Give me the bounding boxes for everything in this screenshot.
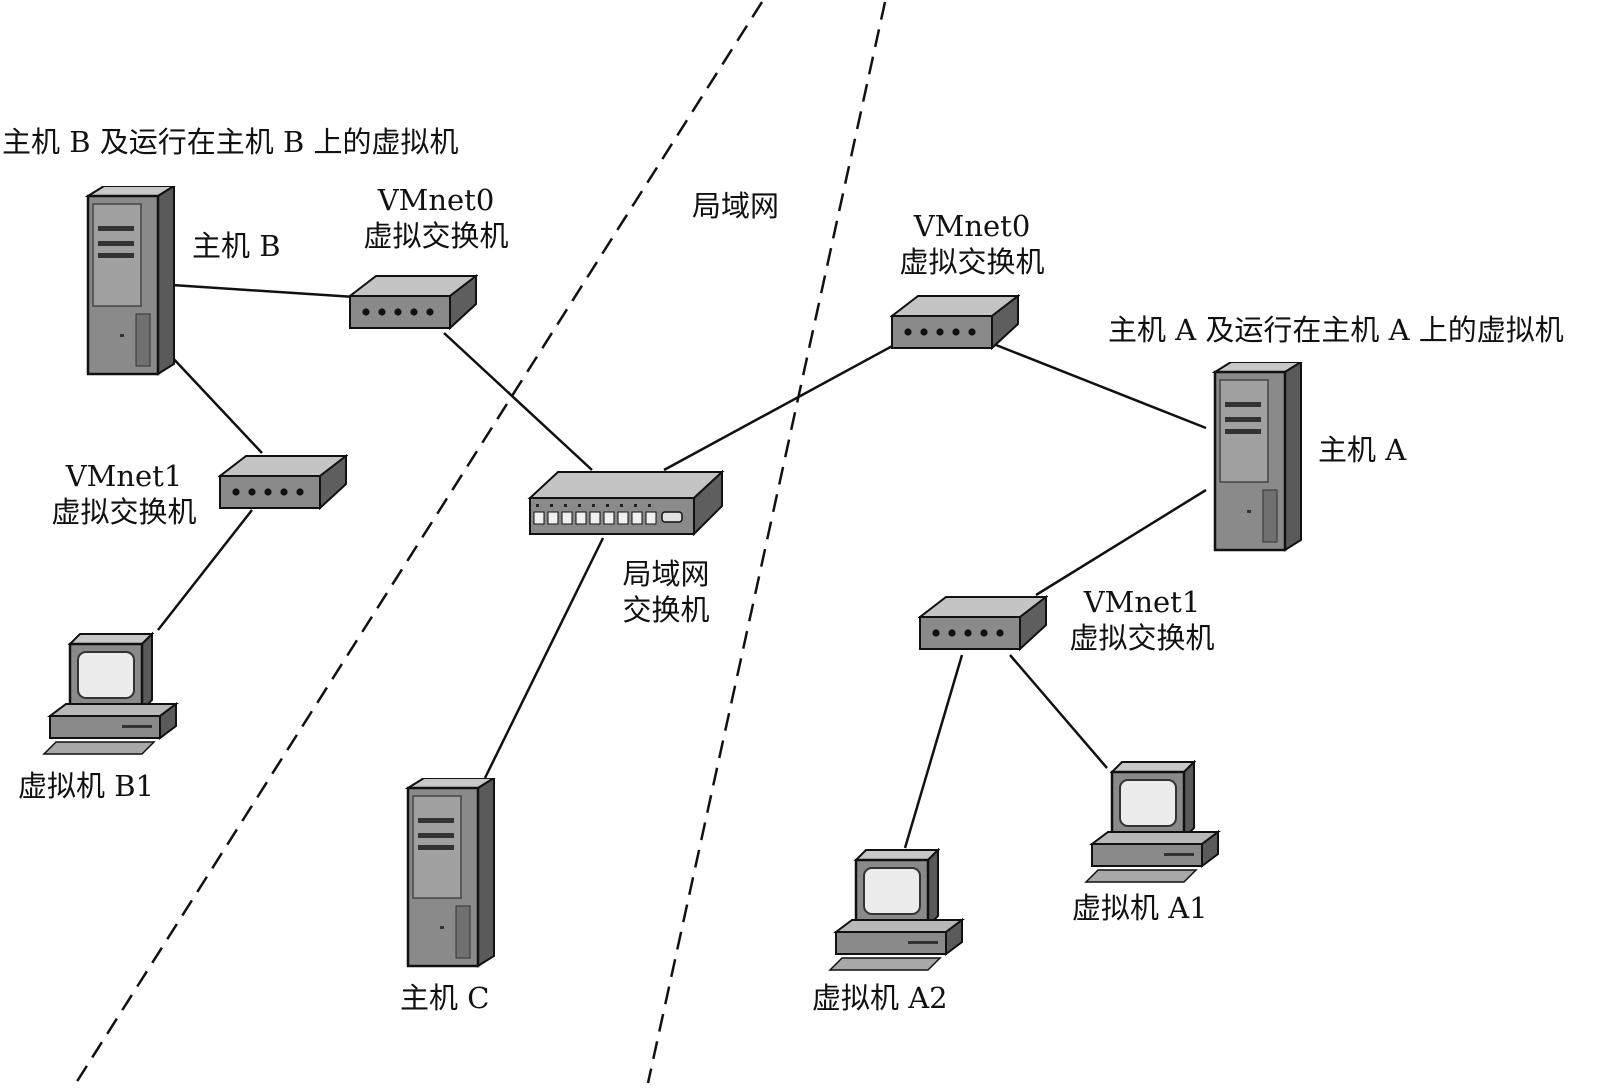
host-b-group-title: 主机 B 及运行在主机 B 上的虚拟机 (2, 125, 459, 159)
vm-a1-label: 虚拟机 A1 (1072, 891, 1208, 925)
host-a-label: 主机 A (1318, 433, 1407, 467)
vmnet0-b-label-line1: VMnet0 (377, 183, 495, 217)
host-c-server-icon[interactable] (406, 778, 496, 968)
vmnet0-b-label: VMnet0 虚拟交换机 (348, 182, 524, 254)
vmnet0-b-switch-icon[interactable] (349, 275, 477, 329)
vmnet0-a-label: VMnet0 虚拟交换机 (884, 208, 1060, 280)
vmnet0-b-label-line2: 虚拟交换机 (363, 219, 509, 253)
link-host-b-to-vmnet1-b (169, 354, 263, 454)
vmnet1-b-switch-icon[interactable] (219, 455, 347, 509)
host-a-server-icon[interactable] (1213, 362, 1303, 552)
vm-b1-computer-icon[interactable] (42, 632, 178, 756)
lan-switch-icon[interactable] (529, 471, 723, 535)
vmnet1-b-label-line2: 虚拟交换机 (51, 495, 197, 529)
lan-zone-right-boundary (646, 1, 887, 1084)
host-b-label: 主机 B (192, 229, 281, 263)
vm-a1-computer-icon[interactable] (1084, 760, 1220, 884)
vmnet1-b-label: VMnet1 虚拟交换机 (36, 458, 212, 530)
link-vmnet1-a-to-vm-a1 (1009, 654, 1108, 769)
host-c-label: 主机 C (400, 981, 490, 1015)
link-vmnet1-b-to-vm-b1 (157, 509, 253, 631)
vmnet1-b-label-line1: VMnet1 (65, 459, 183, 493)
vmnet1-a-label-line2: 虚拟交换机 (1069, 621, 1215, 655)
link-vmnet0-b-to-lan-switch (443, 332, 593, 471)
link-lan-switch-to-vmnet0-a (663, 342, 897, 472)
lan-zone-label: 局域网 (692, 189, 780, 223)
link-host-a-to-vmnet1-a (1035, 488, 1207, 597)
vm-b1-label: 虚拟机 B1 (18, 769, 154, 803)
vmnet0-a-switch-icon[interactable] (891, 295, 1019, 349)
lan-zone-left-boundary (74, 1, 764, 1084)
vmnet0-a-label-line1: VMnet0 (913, 209, 1031, 243)
link-host-b-to-vmnet0-b (171, 283, 356, 299)
vmnet1-a-switch-icon[interactable] (919, 596, 1047, 650)
host-a-group-title: 主机 A 及运行在主机 A 上的虚拟机 (1108, 313, 1564, 347)
connections (157, 283, 1207, 849)
link-lan-switch-to-host-c (483, 537, 605, 779)
lan-switch-label-line1: 局域网 (622, 557, 710, 591)
vm-a2-label: 虚拟机 A2 (812, 981, 948, 1015)
lan-switch-label-line2: 交换机 (622, 593, 710, 627)
vm-a2-computer-icon[interactable] (828, 848, 964, 972)
vmnet0-a-label-line2: 虚拟交换机 (899, 245, 1045, 279)
link-vmnet0-a-to-host-a (995, 343, 1207, 430)
vmnet1-a-label: VMnet1 虚拟交换机 (1054, 584, 1230, 656)
host-b-server-icon[interactable] (86, 186, 176, 376)
vmnet1-a-label-line1: VMnet1 (1083, 585, 1201, 619)
link-vmnet1-a-to-vm-a2 (903, 654, 964, 849)
lan-switch-label: 局域网 交换机 (596, 556, 736, 628)
